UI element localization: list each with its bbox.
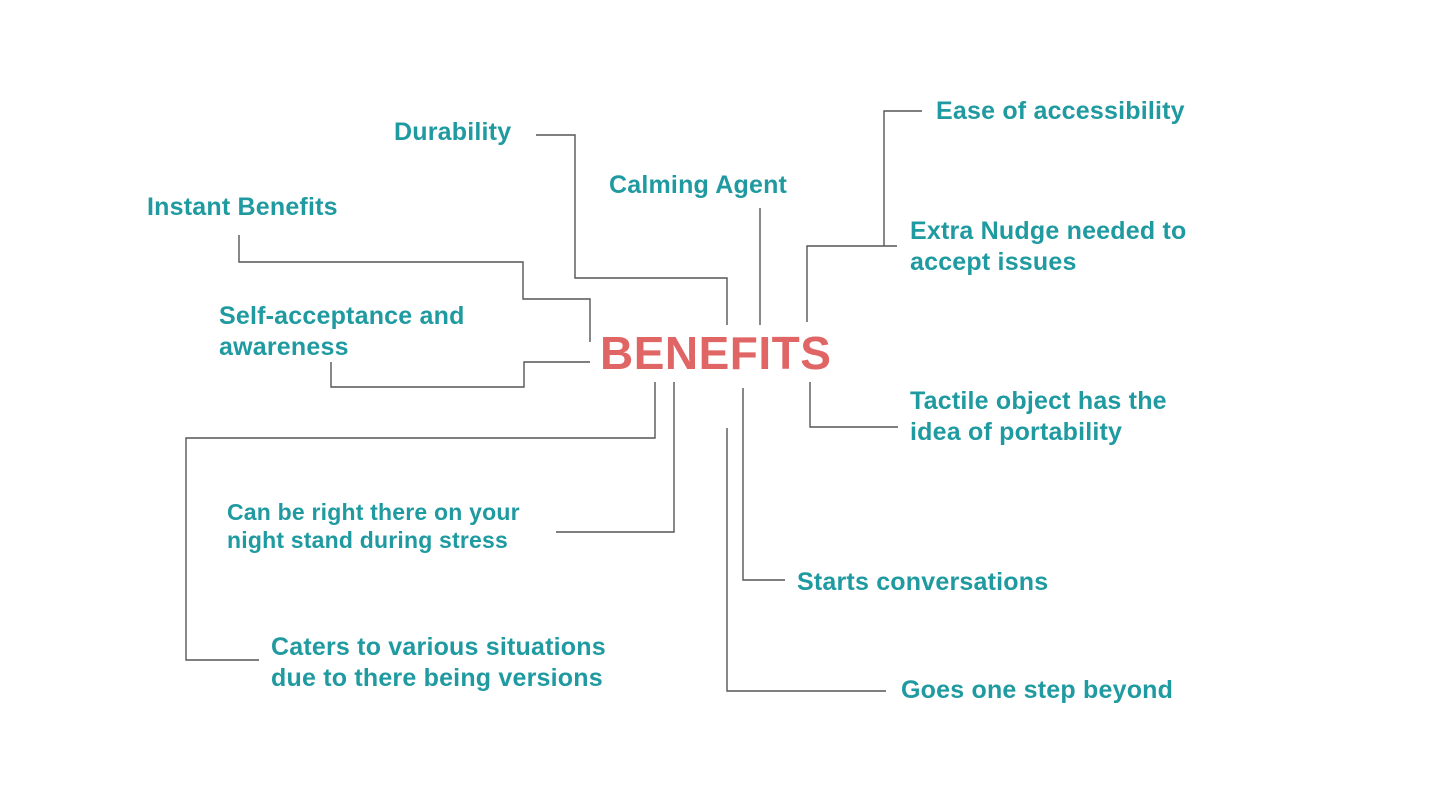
node-caters: Caters to various situations due to ther… — [271, 632, 606, 694]
node-tactile-object-line-2: idea of portability — [910, 418, 1123, 446]
connector-self-acceptance — [330, 361, 590, 388]
node-tactile-object: Tactile object has the idea of portabili… — [910, 386, 1167, 448]
center-title: BENEFITS — [600, 327, 832, 379]
connector-ease-of-accessibility — [883, 110, 922, 246]
node-goes-beyond: Goes one step beyond — [901, 676, 1174, 704]
node-caters-line-1: Caters to various situations — [271, 633, 606, 661]
node-self-acceptance: Self-acceptance and awareness — [219, 301, 465, 363]
connector-night-stand — [556, 382, 675, 533]
node-starts-conversations: Starts conversations — [797, 568, 1049, 596]
connector-instant-benefits — [238, 235, 591, 342]
node-night-stand-line-2: night stand during stress — [227, 527, 509, 553]
connector-starts-conversations — [742, 388, 785, 581]
node-extra-nudge-line-1: Extra Nudge needed to — [910, 217, 1187, 245]
node-caters-line-2: due to there being versions — [271, 664, 603, 692]
node-extra-nudge-line-2: accept issues — [910, 248, 1077, 276]
node-tactile-object-line-1: Tactile object has the — [910, 387, 1167, 415]
node-instant-benefits: Instant Benefits — [147, 193, 338, 221]
node-ease-of-accessibility: Ease of accessibility — [936, 97, 1185, 125]
node-extra-nudge: Extra Nudge needed to accept issues — [910, 216, 1186, 278]
connector-tactile-object — [809, 382, 898, 428]
connector-goes-beyond — [726, 428, 886, 692]
node-self-acceptance-line-2: awareness — [219, 333, 349, 361]
node-durability: Durability — [394, 118, 512, 146]
node-night-stand: Can be right there on your night stand d… — [227, 498, 520, 554]
node-night-stand-line-1: Can be right there on your — [227, 499, 520, 525]
node-self-acceptance-line-1: Self-acceptance and — [219, 302, 465, 330]
connector-extra-nudge — [806, 245, 897, 322]
node-calming-agent: Calming Agent — [609, 171, 788, 199]
connector-caters — [185, 382, 656, 661]
connector-durability — [536, 134, 728, 325]
